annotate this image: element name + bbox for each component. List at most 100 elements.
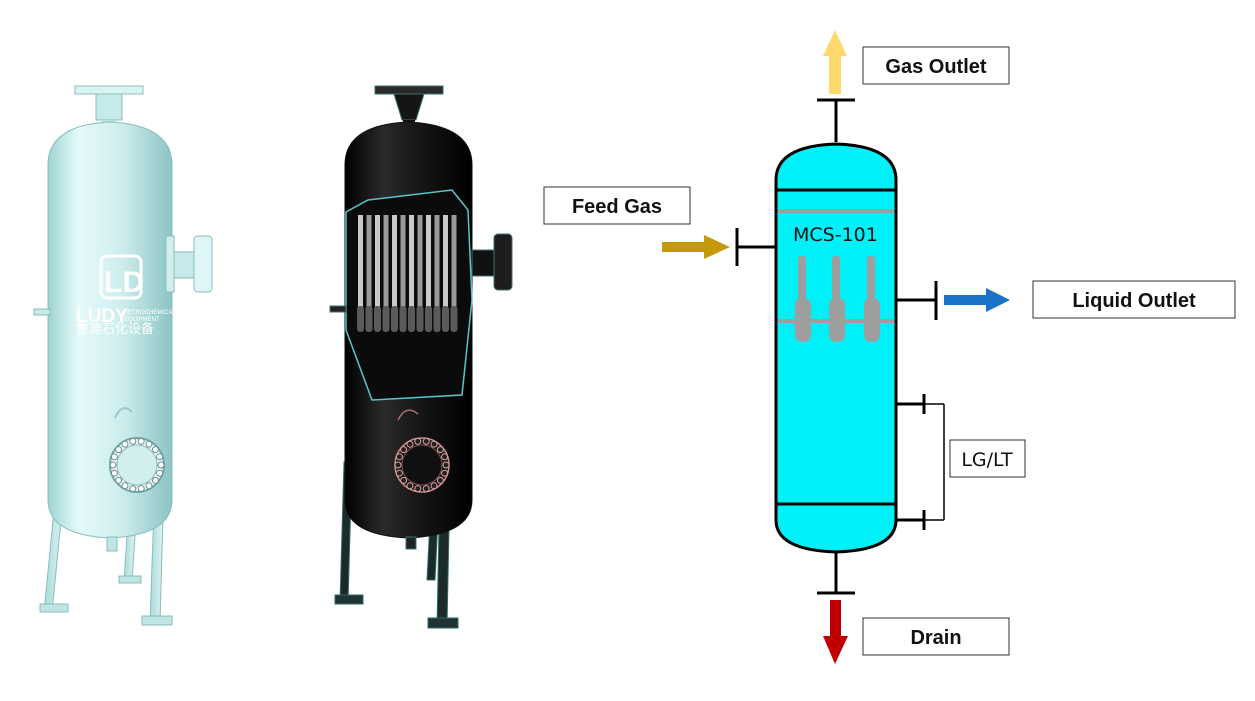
manway-bolt xyxy=(414,437,422,445)
feed-nozzle-line xyxy=(735,228,776,266)
cartridge-end xyxy=(450,306,458,332)
manway-bolt xyxy=(121,482,129,490)
bottom-nozzle-line xyxy=(817,552,855,595)
manway-bolt xyxy=(145,440,153,448)
vessel-body xyxy=(774,142,898,554)
manway-bolt xyxy=(436,446,444,454)
cartridge-end xyxy=(391,306,398,332)
manway-bolt xyxy=(157,461,165,469)
left-vessel-shell xyxy=(47,121,173,539)
manway-bolt xyxy=(145,482,153,490)
manway-bolt xyxy=(406,482,414,490)
manway-bolt xyxy=(395,453,403,461)
cartridge-tube xyxy=(375,215,380,310)
manway-bolt xyxy=(137,437,145,445)
feed-gas-text: Feed Gas xyxy=(572,196,662,218)
manway-bolt xyxy=(110,469,118,477)
brand-sub-2: EQUIPMENT xyxy=(124,317,160,323)
separator-cartridges xyxy=(795,256,880,342)
separator-schematic: MCS-101 xyxy=(543,30,1236,664)
cartridge-end xyxy=(365,306,373,332)
cartridge-tube xyxy=(400,215,406,310)
manway-bolt xyxy=(109,461,117,469)
manway-bolt xyxy=(151,446,159,454)
drain-label: Drain xyxy=(862,617,1010,656)
ludy-logo: LD LUDY PETROCHEMICAL EQUIPMENT 鲁迪石化设备 xyxy=(76,254,176,336)
manway-bolt xyxy=(406,440,414,448)
feed-gas-arrow xyxy=(662,235,730,259)
drain-text: Drain xyxy=(910,627,961,649)
manway-bolt xyxy=(414,485,422,493)
middle-side-nozzle xyxy=(471,233,513,291)
feed-gas-label: Feed Gas xyxy=(543,186,691,225)
level-label: LG/LT xyxy=(949,439,1026,478)
manway-bolt xyxy=(110,453,118,461)
manway-bolt xyxy=(115,476,123,484)
cartridge-tube xyxy=(358,215,363,310)
manway-bolt xyxy=(430,482,438,490)
logo-mark-frame xyxy=(99,254,143,300)
top-nozzle-line xyxy=(817,98,855,142)
level-text: LG/LT xyxy=(961,449,1013,471)
cartridge-end xyxy=(382,306,390,332)
drain-arrow xyxy=(823,600,848,664)
middle-small-nozzle xyxy=(329,305,347,313)
manway-bolt xyxy=(115,446,123,454)
manway-bolt xyxy=(422,437,430,445)
cartridge-tube xyxy=(426,215,431,310)
cartridge-bundle xyxy=(357,215,458,332)
manway-bolt xyxy=(121,440,129,448)
cartridge-end xyxy=(357,306,364,332)
cartridge-end xyxy=(433,306,441,332)
manway-bolt xyxy=(441,453,449,461)
logo-mark: LD xyxy=(104,266,144,299)
brand-sub-1: PETROCHEMICAL xyxy=(124,310,176,316)
left-manway xyxy=(109,407,165,493)
cartridge-tube xyxy=(443,215,448,310)
gas-outlet-arrow xyxy=(823,30,847,94)
cartridge-tube xyxy=(409,215,414,310)
liquid-outlet-label: Liquid Outlet xyxy=(1032,280,1236,319)
cartridge-tube xyxy=(417,215,423,310)
cartridge-end xyxy=(399,306,407,332)
cartridge-tube xyxy=(383,215,389,310)
left-vessel-render: LD LUDY PETROCHEMICAL EQUIPMENT 鲁迪石化设备 xyxy=(33,85,213,626)
middle-manway xyxy=(394,409,450,493)
manway-bolt xyxy=(129,485,137,493)
manway-bolt xyxy=(395,469,403,477)
liquid-outlet-arrow xyxy=(944,288,1010,312)
left-small-nozzle xyxy=(33,308,51,316)
cartridge-end xyxy=(442,306,449,332)
manway-bolt xyxy=(156,469,164,477)
cartridge-tube xyxy=(451,215,457,310)
vessel-tag: MCS-101 xyxy=(793,224,878,246)
manway-bolt xyxy=(129,437,137,445)
cartridge-tube xyxy=(366,215,372,310)
left-bottom-nozzle xyxy=(106,536,118,552)
manway-bolt xyxy=(442,461,450,469)
cartridge-tube xyxy=(434,215,440,310)
manway-bolt xyxy=(151,476,159,484)
liquid-outlet-text: Liquid Outlet xyxy=(1072,290,1196,312)
middle-bottom-nozzle xyxy=(405,536,417,550)
cartridge-end xyxy=(408,306,415,332)
gas-outlet-text: Gas Outlet xyxy=(885,56,986,78)
manway-bolt xyxy=(137,485,145,493)
left-side-nozzle xyxy=(165,235,213,293)
brand-name: LUDY xyxy=(76,306,128,327)
gas-outlet-label: Gas Outlet xyxy=(862,46,1010,85)
manway-bolt xyxy=(430,440,438,448)
manway-bolt xyxy=(400,446,408,454)
cartridge-end xyxy=(416,306,424,332)
middle-vessel-render xyxy=(329,85,513,629)
manway-bolt xyxy=(422,485,430,493)
cartridge-end xyxy=(374,306,381,332)
manway-bolt xyxy=(436,476,444,484)
brand-chinese: 鲁迪石化设备 xyxy=(76,321,154,336)
manway-bolt xyxy=(156,453,164,461)
cartridge-tube xyxy=(392,215,397,310)
level-instrument-lines xyxy=(896,394,945,530)
cartridge-end xyxy=(425,306,432,332)
manway-bolt xyxy=(441,469,449,477)
